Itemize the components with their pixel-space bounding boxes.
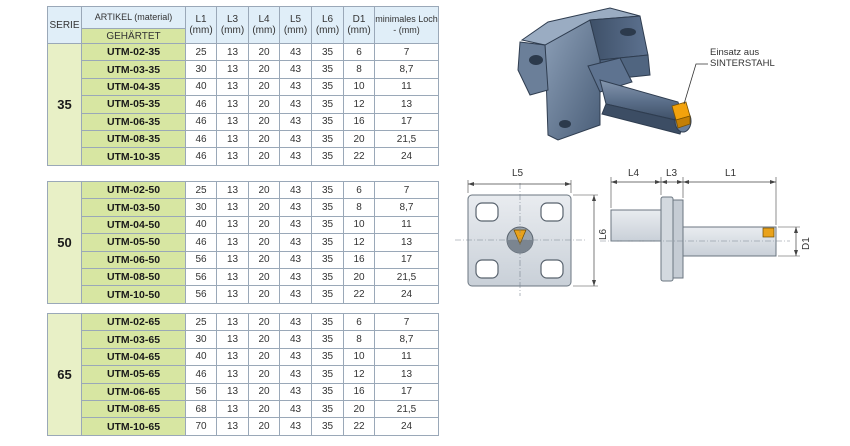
header-l4: L4 (mm): [248, 6, 280, 44]
loch-cell: 24: [374, 147, 439, 166]
article-cell: UTM-04-35: [81, 77, 186, 97]
article-cell: UTM-05-65: [81, 365, 186, 384]
article-cell: UTM-06-50: [81, 250, 186, 269]
article-cell: UTM-02-50: [81, 180, 186, 200]
header-d1: D1 (mm): [343, 6, 375, 44]
article-cell: UTM-02-35: [81, 42, 186, 62]
dim-label-l5: L5: [512, 168, 524, 179]
l5-cell: 43: [279, 417, 312, 436]
d1-cell: 22: [343, 417, 375, 436]
side-view-drawing: [600, 177, 800, 282]
insert-label-line2: SINTERSTAHL: [710, 58, 775, 69]
header-l6: L6 (mm): [311, 6, 344, 44]
header-l1: L1 (mm): [185, 6, 217, 44]
dim-label-l1: L1: [725, 168, 737, 179]
serie-cell: 65: [47, 313, 82, 436]
isometric-tool-view: [517, 7, 708, 141]
l4-cell: 20: [248, 147, 280, 166]
spec-table-serie-35: SERIE ARTIKEL (material) L1 (mm) L3 (mm)…: [47, 6, 439, 166]
article-cell: UTM-06-65: [81, 382, 186, 401]
dim-label-l4: L4: [628, 168, 640, 179]
article-cell: UTM-03-35: [81, 60, 186, 79]
serie-cell: 35: [47, 43, 82, 166]
article-cell: UTM-06-35: [81, 112, 186, 131]
article-cell: UTM-08-65: [81, 399, 186, 419]
l4-cell: 20: [248, 285, 280, 304]
article-cell: UTM-04-65: [81, 347, 186, 367]
dim-label-d1: D1: [801, 237, 812, 250]
header-l5: L5 (mm): [279, 6, 312, 44]
article-cell: UTM-10-35: [81, 147, 186, 166]
article-cell: UTM-03-65: [81, 330, 186, 349]
serie-cell: 50: [47, 181, 82, 304]
article-cell: UTM-02-65: [81, 312, 186, 332]
dim-label-l6: L6: [598, 228, 609, 240]
article-cell: UTM-08-35: [81, 129, 186, 149]
l3-cell: 13: [216, 285, 249, 304]
insert-label-line1: Einsatz aus: [710, 47, 760, 58]
dim-label-l3: L3: [666, 168, 678, 179]
loch-cell: 24: [374, 417, 439, 436]
front-view-drawing: [455, 180, 598, 296]
article-cell: UTM-08-50: [81, 267, 186, 287]
l5-cell: 43: [279, 285, 312, 304]
loch-cell: 24: [374, 285, 439, 304]
article-cell: UTM-03-50: [81, 198, 186, 217]
header-serie: SERIE: [47, 6, 82, 44]
article-cell: UTM-10-50: [81, 285, 186, 304]
header-loch: minimales Loch - (mm): [374, 6, 439, 44]
article-cell: UTM-10-65: [81, 417, 186, 436]
